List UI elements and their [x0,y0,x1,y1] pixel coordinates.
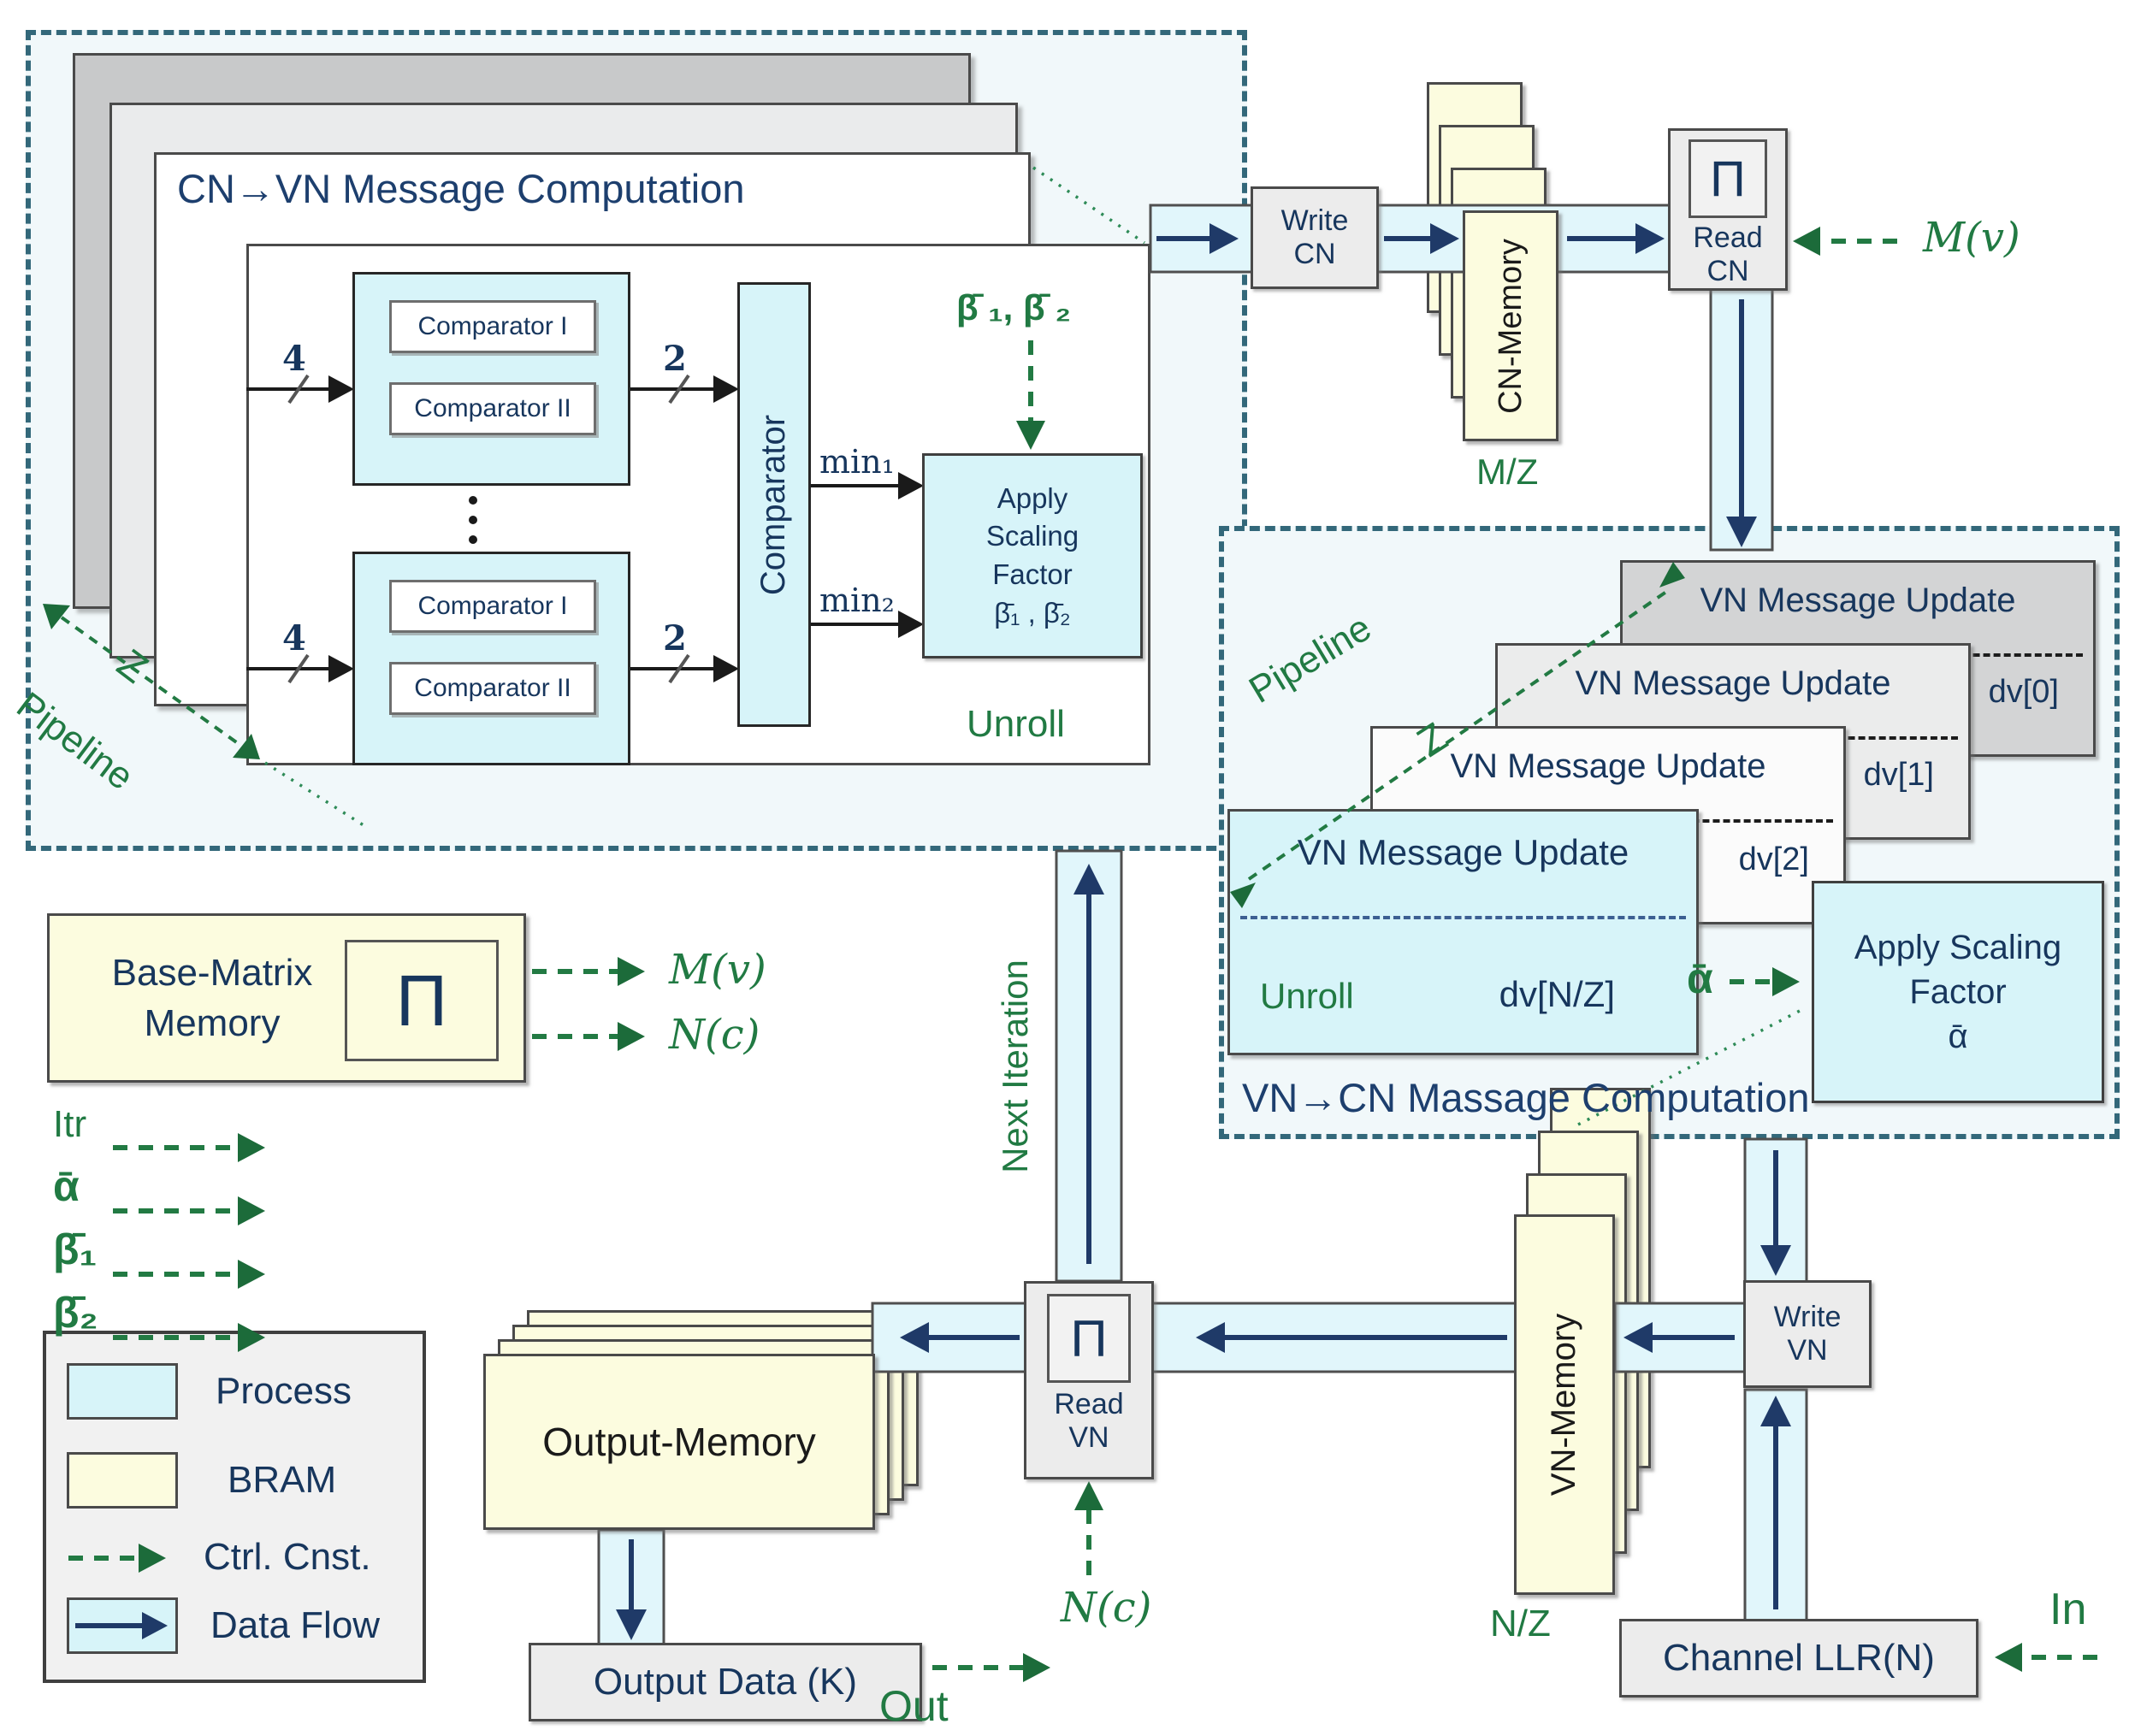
channel-llr-label: Channel LLR(N) [1663,1637,1935,1679]
final-comparator-box: Comparator [737,282,811,727]
apply-scaling-box-a: Apply Scaling Factor β̄₁ , β̄₂ [922,453,1143,658]
pi-box-base-matrix: Π [345,940,499,1061]
nc-label-base: N(c) [669,1011,760,1059]
vn-cn-title: VN→CN Massage Computation [1242,1075,1810,1120]
base-matrix-box: Base-Matrix Memory Π [47,913,526,1083]
vn-memory-front-sheet: VN-Memory [1514,1214,1615,1595]
apply-a-line2: Scaling [985,520,1079,552]
min2-label: min₂ [819,582,895,619]
comparator-i-box: Comparator I [389,300,596,353]
pi-symbol: Π [395,960,448,1041]
vn-update-title: VN Message Update [1700,582,2016,619]
write-vn-line2: VN [1787,1334,1828,1367]
card-divider [1240,916,1686,919]
read-vn-line2: VN [1068,1421,1109,1454]
beta-pair-label: β̄ ₁, β̄ ₂ [956,287,1071,328]
alpha-ctrl-label: ᾱ [1687,954,1713,1002]
base-matrix-line1: Base-Matrix [111,951,313,994]
beta2-input-label: β̄₂ [53,1289,98,1337]
read-cn-box: Π Read CN [1668,128,1788,291]
comparator-ii-label: Comparator II [414,674,571,702]
read-vn-line1: Read [1054,1388,1124,1420]
output-memory-label: Output-Memory [542,1420,816,1464]
comparator-ii-box: Comparator II [389,382,596,435]
bus-width-4-bottom: 4 [282,618,306,658]
apply-scaling-box-b: Apply Scaling Factor ᾱ [1812,881,2104,1103]
read-cn-line2: CN [1706,255,1749,287]
pi-box-read-vn: Π [1047,1294,1131,1383]
out-label: Out [879,1682,949,1730]
comparator-i-label: Comparator I [417,592,568,620]
nz-label: N/Z [1490,1603,1551,1644]
bus-width-2-bottom: 2 [663,618,687,658]
in-label: In [2049,1585,2087,1634]
legend-process-label: Process [216,1370,352,1412]
cn-vn-title: CN→VN Message Computation [177,166,745,211]
legend-ctrl-label: Ctrl. Cnst. [204,1536,371,1578]
write-vn-line1: Write [1773,1301,1842,1333]
vn-memory-label: VN-Memory [1545,1313,1583,1497]
comparator-group-1: Comparator I Comparator II [352,272,630,486]
pi-symbol: Π [1710,151,1746,207]
legend-dataflow-label: Data Flow [210,1604,381,1646]
output-memory-front-sheet: Output-Memory [483,1354,875,1530]
mv-label-base: M(v) [669,946,766,994]
alpha-input-label: ᾱ [53,1162,80,1210]
read-vn-box: Π Read VN [1024,1281,1154,1479]
write-cn-box: Write CN [1251,186,1379,289]
write-cn-line1: Write [1280,204,1349,237]
legend-bram-label: BRAM [228,1459,337,1501]
dv2-label: dv[2] [1738,841,1809,877]
pi-symbol: Π [1070,1309,1108,1367]
pi-box-read-cn: Π [1688,139,1767,218]
mv-label-top: M(v) [1923,214,2020,262]
apply-b-line1: Apply Scaling [1854,929,2062,966]
output-data-label: Output Data (K) [593,1661,858,1703]
comparator-i-label: Comparator I [417,312,568,340]
dv-nz-label: dv[N/Z] [1499,974,1615,1014]
comparator-group-2: Comparator I Comparator II [352,552,630,765]
vn-update-title: VN Message Update [1297,832,1629,872]
next-iteration-label: Next Iteration [995,960,1035,1173]
write-cn-line2: CN [1293,238,1336,270]
vn-update-title: VN Message Update [1450,747,1766,785]
beta1-input-label: β̄₁ [53,1225,98,1273]
cn-memory-front-sheet: CN-Memory [1463,210,1558,441]
read-cn-line1: Read [1693,221,1763,254]
apply-a-line4: β̄₁ , β̄₂ [994,596,1071,629]
bus-width-2-top: 2 [663,339,687,379]
apply-b-line2: Factor [1909,973,2007,1011]
itr-label: Itr [53,1103,87,1145]
final-comparator-label: Comparator [754,414,793,595]
channel-llr-box: Channel LLR(N) [1619,1619,1978,1698]
output-data-box: Output Data (K) [529,1643,922,1721]
dv1-label: dv[1] [1863,757,1934,793]
mz-label: M/Z [1476,452,1539,492]
comparator-i-box: Comparator I [389,580,596,633]
nc-label-bottom: N(c) [1061,1584,1152,1632]
bus-width-4-top: 4 [282,339,306,379]
legend-bram-swatch [67,1452,178,1509]
vn-update-card-nz: VN Message Update Unroll dv[N/Z] [1227,809,1699,1055]
cn-memory-label: CN-Memory [1492,238,1529,414]
legend-process-swatch [67,1363,178,1420]
apply-a-line3: Factor [992,558,1073,590]
min1-label: min₁ [819,443,895,481]
unroll-label-a: Unroll [967,703,1065,745]
dv0-label: dv[0] [1988,674,2059,710]
base-matrix-line2: Memory [144,1002,281,1044]
write-vn-box: Write VN [1743,1280,1872,1388]
comparator-ii-box: Comparator II [389,662,596,715]
unroll-label-b: Unroll [1260,976,1354,1016]
apply-b-line3: ᾱ [1948,1018,1968,1055]
comparator-ii-label: Comparator II [414,394,571,422]
vn-update-title: VN Message Update [1575,664,1891,702]
apply-a-line1: Apply [997,481,1068,514]
